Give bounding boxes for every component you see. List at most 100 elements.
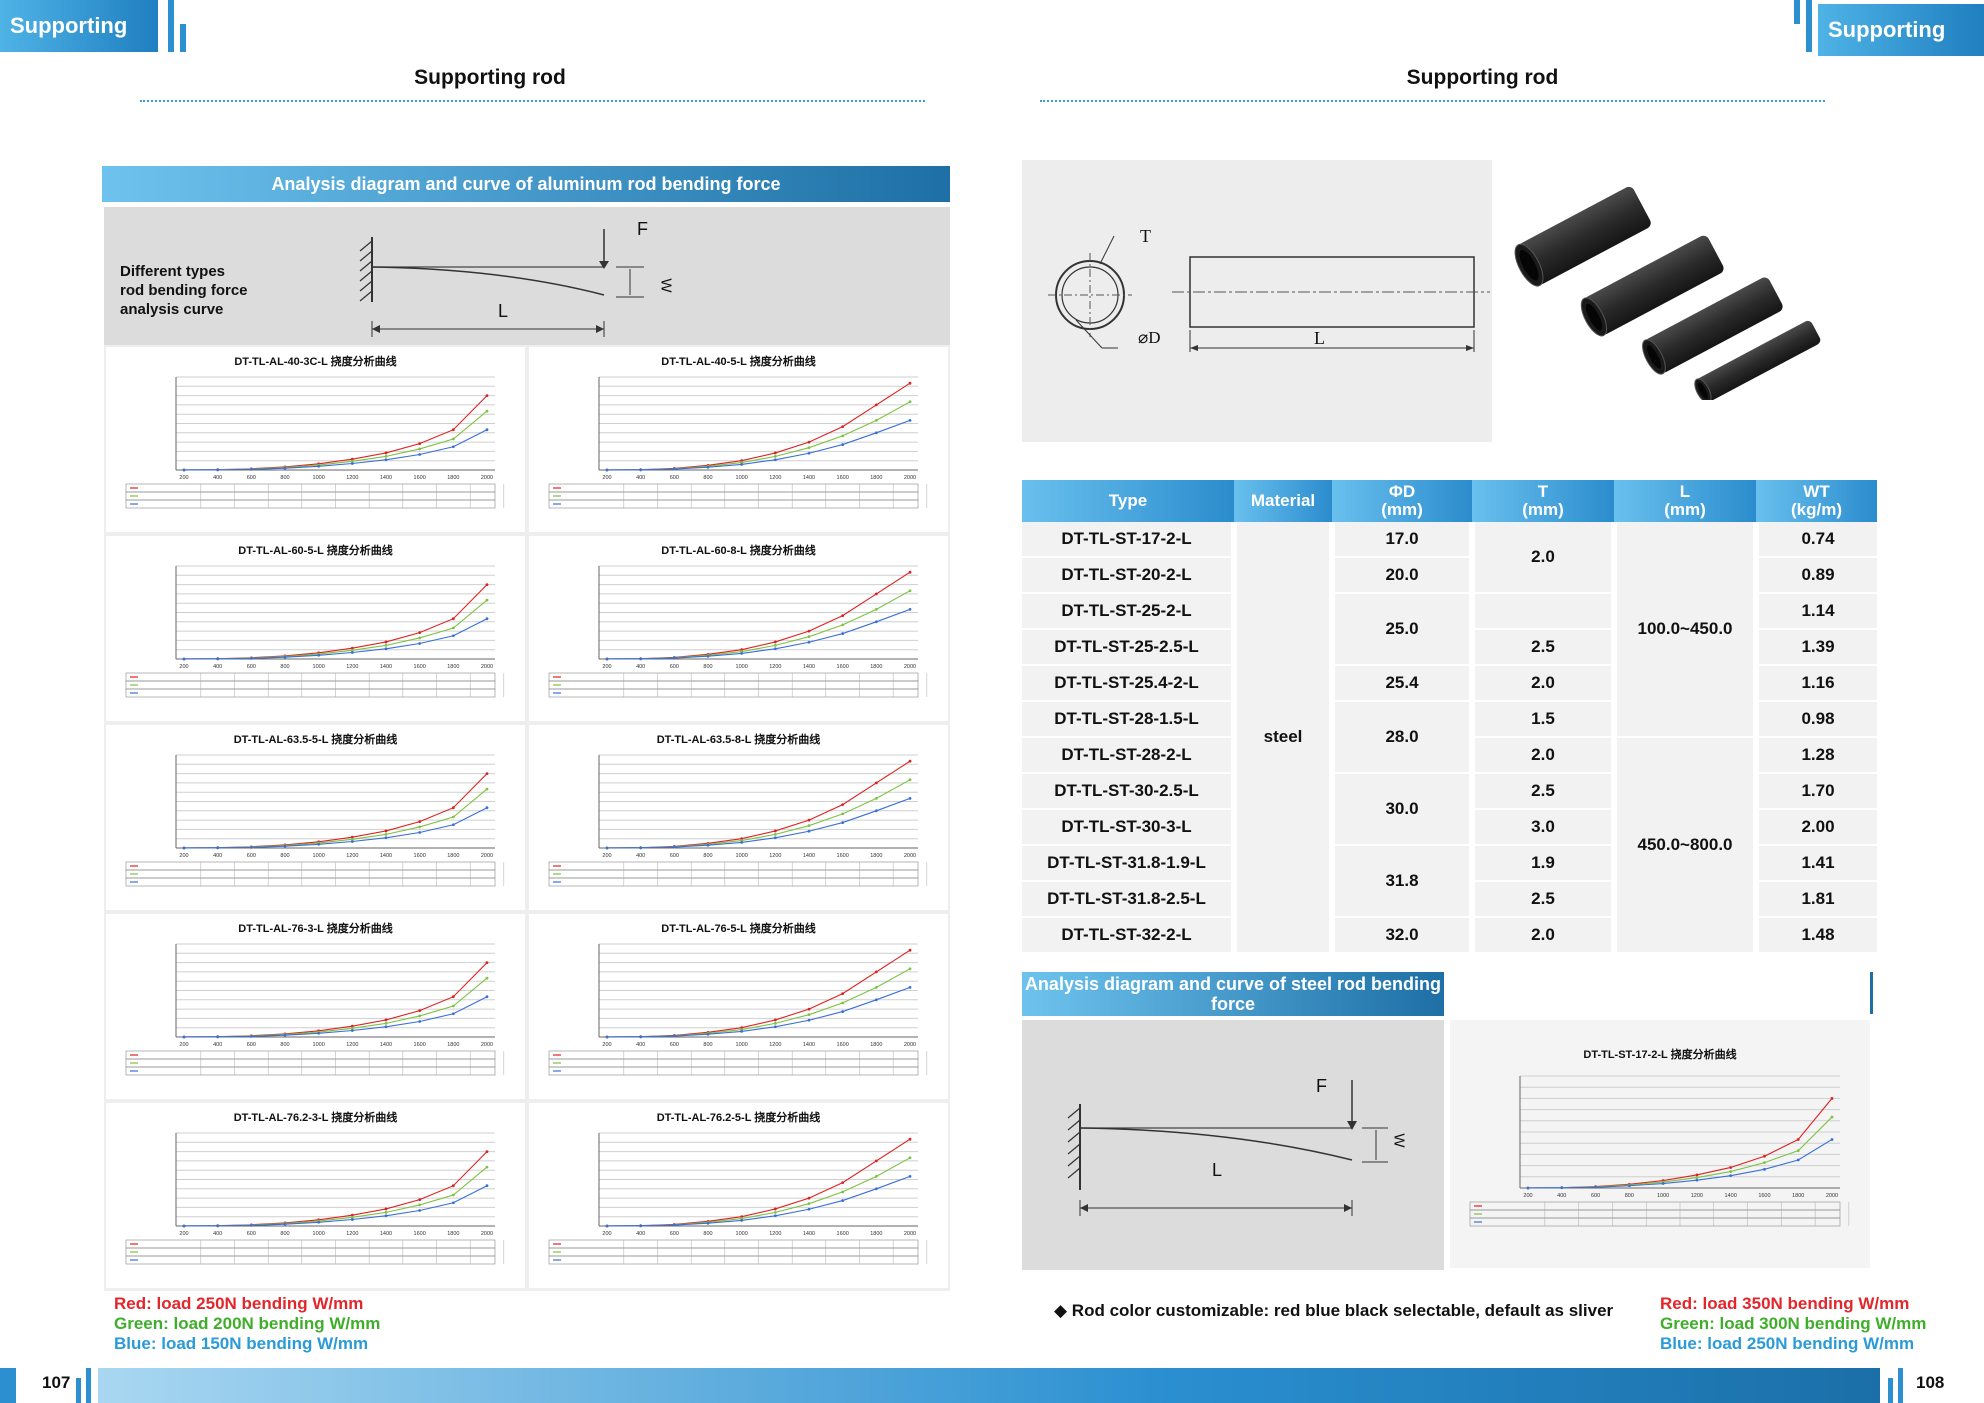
data-point xyxy=(1796,1138,1800,1141)
chart-title: DT-TL-AL-76.2-5-L 挠度分析曲线 xyxy=(656,1112,821,1124)
x-tick-label: 1400 xyxy=(1725,1193,1737,1199)
data-point xyxy=(451,617,455,621)
table-row: DT-TL-ST-20-2-L 20.0 0.89 xyxy=(1022,557,1877,594)
data-point xyxy=(350,837,354,841)
data-point xyxy=(451,806,455,810)
x-tick-label: 400 xyxy=(213,853,222,859)
header-thickness: T(mm) xyxy=(1472,480,1614,522)
diameter-cell: 31.8 xyxy=(1329,845,1475,918)
weight-cell: 1.70 xyxy=(1756,773,1877,810)
data-point xyxy=(908,400,912,404)
x-tick-label: 400 xyxy=(636,1042,645,1048)
x-tick-label: 200 xyxy=(179,475,188,481)
thickness-cell: 2.5 xyxy=(1469,773,1617,810)
data-point xyxy=(874,1159,878,1163)
data-point xyxy=(451,428,455,432)
x-tick-label: 600 xyxy=(670,475,679,481)
x-tick-label: 1200 xyxy=(1691,1193,1703,1199)
x-tick-label: 200 xyxy=(602,1231,611,1237)
x-tick-label: 1000 xyxy=(313,853,325,859)
data-point xyxy=(706,843,710,847)
data-point xyxy=(216,657,220,661)
rod-drawing-panel: T ⌀D L xyxy=(1022,160,1492,442)
x-tick-label: 1600 xyxy=(414,664,426,670)
x-tick-label: 1400 xyxy=(380,475,392,481)
chart-title: DT-TL-AL-76.2-3-L 挠度分析曲线 xyxy=(233,1112,398,1124)
x-tick-label: 1600 xyxy=(414,1231,426,1237)
data-point xyxy=(451,626,455,630)
x-tick-label: 200 xyxy=(1523,1193,1532,1199)
series-line xyxy=(606,382,911,471)
header-length: L(mm) xyxy=(1614,480,1756,522)
x-tick-label: 1800 xyxy=(870,475,882,481)
data-point xyxy=(841,812,845,816)
force-label: F xyxy=(637,219,648,239)
data-point xyxy=(639,1224,643,1228)
data-point xyxy=(283,466,287,470)
x-tick-label: 1400 xyxy=(380,1231,392,1237)
data-point xyxy=(874,431,878,435)
footer-accent-bar xyxy=(76,1378,81,1403)
steel-bending-diagram: F L W xyxy=(1022,1020,1444,1270)
deflection-label: W xyxy=(657,278,675,293)
series-line xyxy=(183,618,488,660)
data-point xyxy=(807,635,811,639)
type-cell: DT-TL-ST-28-1.5-L xyxy=(1022,701,1234,738)
data-point xyxy=(418,442,422,446)
data-point xyxy=(1796,1158,1800,1162)
data-point xyxy=(1796,1149,1800,1153)
type-cell: DT-TL-ST-31.8-2.5-L xyxy=(1022,881,1234,918)
data-point xyxy=(874,419,878,422)
weight-cell: 1.28 xyxy=(1756,737,1877,774)
data-point xyxy=(672,1223,676,1227)
data-point xyxy=(773,832,777,836)
x-tick-label: 1800 xyxy=(1792,1193,1804,1199)
data-point xyxy=(841,632,845,635)
data-point xyxy=(485,409,489,413)
data-point xyxy=(841,1181,845,1184)
data-point xyxy=(740,841,744,844)
data-point xyxy=(773,1207,777,1211)
data-point xyxy=(283,844,287,848)
series-line xyxy=(606,986,911,1038)
data-point xyxy=(216,468,220,472)
data-point xyxy=(841,1199,845,1202)
series-line xyxy=(183,1185,488,1227)
header-accent-bar xyxy=(180,24,186,52)
data-point xyxy=(908,797,912,800)
type-cell: DT-TL-ST-17-2-L xyxy=(1022,522,1234,558)
x-tick-label: 1400 xyxy=(803,1042,815,1048)
x-tick-label: 600 xyxy=(670,1231,679,1237)
data-point xyxy=(773,829,777,833)
x-tick-label: 1600 xyxy=(414,1042,426,1048)
data-point xyxy=(1526,1186,1530,1190)
x-tick-label: 600 xyxy=(247,475,256,481)
data-point xyxy=(807,440,811,444)
data-point xyxy=(350,1213,354,1217)
data-point xyxy=(418,1009,422,1013)
table-row xyxy=(548,1058,919,1068)
x-tick-label: 2000 xyxy=(1826,1193,1838,1199)
x-tick-label: 200 xyxy=(179,1042,188,1048)
data-point xyxy=(908,589,912,593)
data-point xyxy=(874,998,878,1002)
data-point xyxy=(451,445,455,449)
data-point xyxy=(639,468,643,472)
header-diameter: ΦD(mm) xyxy=(1332,480,1472,522)
x-tick-label: 1200 xyxy=(769,853,781,859)
data-point xyxy=(216,1224,220,1228)
table-row xyxy=(125,1066,496,1076)
x-tick-label: 800 xyxy=(280,664,289,670)
table-row xyxy=(125,680,496,690)
data-point xyxy=(1695,1173,1699,1177)
data-point xyxy=(639,657,643,661)
x-tick-label: 2000 xyxy=(904,853,916,859)
data-point xyxy=(485,772,489,775)
data-point xyxy=(874,781,878,785)
data-point xyxy=(1763,1161,1766,1165)
series-line xyxy=(606,949,911,1038)
header-accent-bar xyxy=(1794,0,1800,24)
